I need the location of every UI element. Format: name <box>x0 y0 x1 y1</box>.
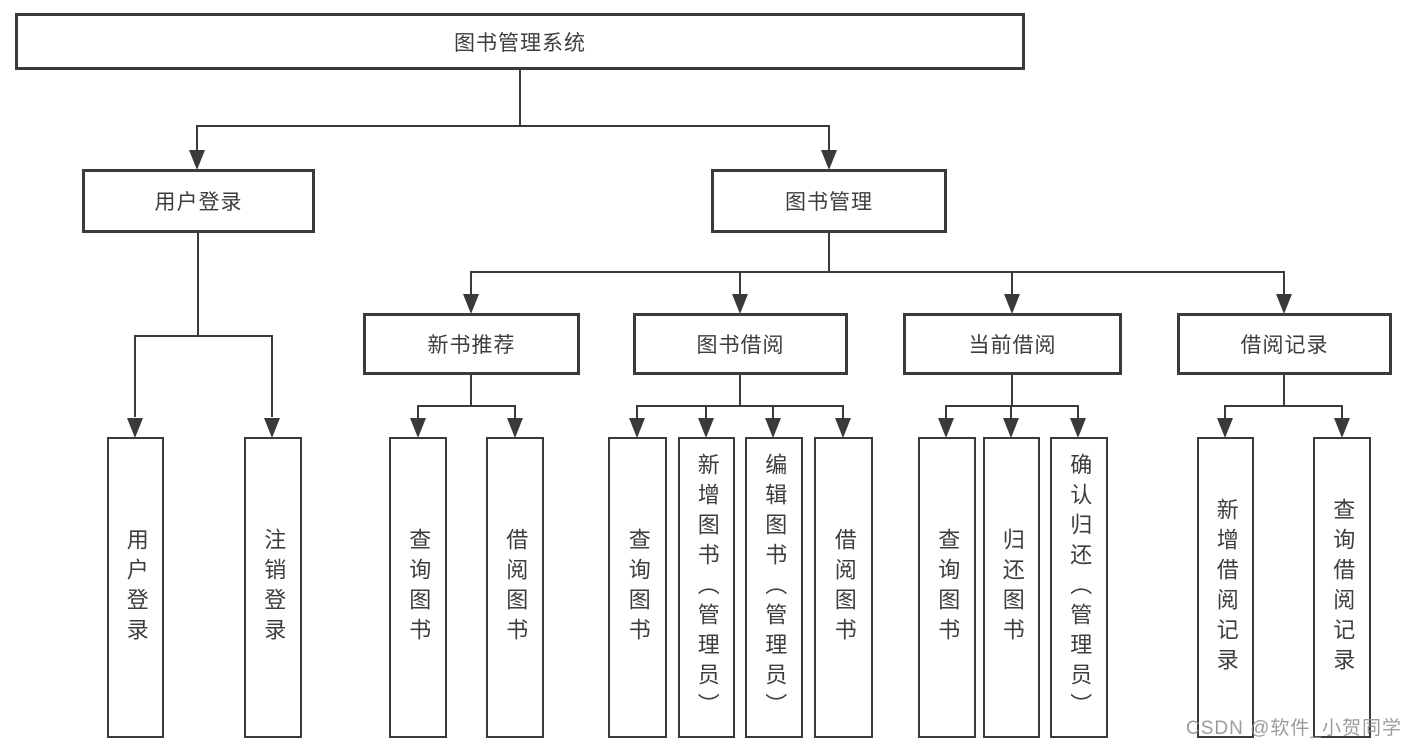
connector-book-mgmt-drop <box>828 125 830 153</box>
leaf-query-borrow-record: 查询借阅记录 <box>1313 437 1371 738</box>
connector-new-book-stem <box>470 375 472 407</box>
connector-new-book-rail <box>417 405 516 407</box>
connector-user-login-rail <box>134 335 273 337</box>
connector-leaf-add-books-drop <box>705 405 707 419</box>
arrowhead-leaf-borrow1 <box>507 418 523 438</box>
arrowhead-book-borrow <box>732 294 748 314</box>
leaf-query-books-2: 查询图书 <box>608 437 667 738</box>
arrowhead-new-book <box>463 294 479 314</box>
arrowhead-book-mgmt <box>821 150 837 170</box>
arrowhead-leaf-query3 <box>938 418 954 438</box>
connector-new-book-drop <box>470 271 472 295</box>
csdn-watermark: CSDN @软件_小贺同学 <box>1186 718 1402 739</box>
arrowhead-leaf-confirm-return <box>1070 418 1086 438</box>
leaf-query-books-1: 查询图书 <box>389 437 447 738</box>
connector-book-borrow-rail <box>636 405 844 407</box>
arrowhead-leaf-borrow2 <box>835 418 851 438</box>
connector-leaf-query-record-drop <box>1341 405 1343 419</box>
connector-current-borrow-drop <box>1011 271 1013 295</box>
arrowhead-leaf-return <box>1003 418 1019 438</box>
connector-user-login-drop <box>196 125 198 153</box>
arrowhead-leaf-query2 <box>629 418 645 438</box>
node-book-borrow: 图书借阅 <box>633 313 848 375</box>
arrowhead-leaf-add-books <box>698 418 714 438</box>
connector-book-borrow-drop <box>739 271 741 295</box>
arrowhead-current-borrow <box>1004 294 1020 314</box>
arrowhead-leaf-query1 <box>410 418 426 438</box>
leaf-confirm-return-admin: 确认归还（管理员） <box>1050 437 1108 738</box>
connector-user-login-stem <box>197 233 199 337</box>
leaf-borrow-books-2: 借阅图书 <box>814 437 873 738</box>
connector-leaf-logout-drop <box>271 335 273 417</box>
node-user-login: 用户登录 <box>82 169 315 233</box>
connector-current-borrow-stem <box>1011 375 1013 407</box>
leaf-user-login: 用户登录 <box>107 437 164 738</box>
connector-borrow-records-stem <box>1283 375 1285 407</box>
connector-leaf-query2-drop <box>636 405 638 419</box>
connector-leaf-return-drop <box>1010 405 1012 419</box>
arrowhead-leaf-edit-books <box>765 418 781 438</box>
arrowhead-user-login <box>189 150 205 170</box>
arrowhead-leaf-query-record <box>1334 418 1350 438</box>
connector-leaf-add-record-drop <box>1224 405 1226 419</box>
arrowhead-borrow-records <box>1276 294 1292 314</box>
node-current-borrow: 当前借阅 <box>903 313 1122 375</box>
connector-book-mgmt-rail <box>470 271 1285 273</box>
connector-leaf-query3-drop <box>945 405 947 419</box>
connector-leaf-borrow2-drop <box>842 405 844 419</box>
node-new-book-recommend: 新书推荐 <box>363 313 580 375</box>
node-book-management: 图书管理 <box>711 169 947 233</box>
connector-book-borrow-stem <box>739 375 741 407</box>
connector-borrow-records-drop <box>1283 271 1285 295</box>
leaf-edit-books-admin: 编辑图书（管理员） <box>745 437 803 738</box>
connector-root-rail <box>196 125 830 127</box>
connector-leaf-query1-drop <box>417 405 419 419</box>
connector-leaf-borrow1-drop <box>514 405 516 419</box>
arrowhead-leaf-add-record <box>1217 418 1233 438</box>
leaf-return-books: 归还图书 <box>983 437 1040 738</box>
node-root-library-system: 图书管理系统 <box>15 13 1025 70</box>
leaf-add-books-admin: 新增图书（管理员） <box>678 437 735 738</box>
leaf-query-books-3: 查询图书 <box>918 437 976 738</box>
connector-book-mgmt-stem <box>828 233 830 273</box>
node-borrow-records: 借阅记录 <box>1177 313 1392 375</box>
connector-borrow-records-rail <box>1224 405 1343 407</box>
leaf-logout: 注销登录 <box>244 437 302 738</box>
leaf-borrow-books-1: 借阅图书 <box>486 437 544 738</box>
arrowhead-leaf-user-login <box>127 418 143 438</box>
connector-leaf-edit-books-drop <box>772 405 774 419</box>
leaf-add-borrow-record: 新增借阅记录 <box>1197 437 1254 738</box>
connector-root-stem <box>519 70 521 127</box>
connector-leaf-user-login-drop <box>134 335 136 417</box>
connector-leaf-confirm-return-drop <box>1077 405 1079 419</box>
arrowhead-leaf-logout <box>264 418 280 438</box>
